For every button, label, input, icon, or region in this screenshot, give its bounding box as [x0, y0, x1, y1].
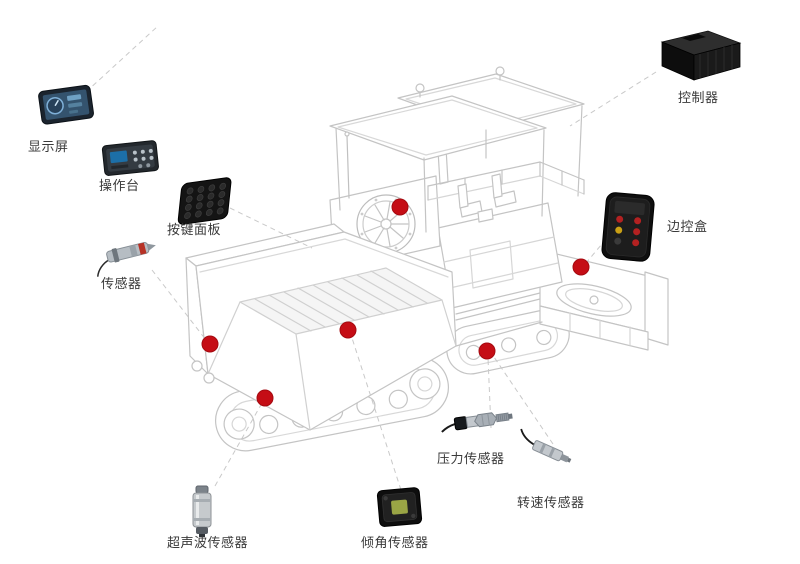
connector-display	[85, 25, 159, 93]
speed-sensor-icon	[520, 428, 572, 463]
label-display: 显示屏	[28, 140, 69, 155]
component-marker	[201, 335, 219, 353]
component-marker	[478, 342, 496, 360]
keypad-icon	[177, 177, 232, 225]
label-speed-sensor: 转速传感器	[517, 496, 585, 511]
label-pressure-sensor: 压力传感器	[437, 452, 505, 467]
component-markers	[201, 198, 590, 407]
label-console: 操作台	[99, 179, 140, 194]
screed	[539, 249, 669, 351]
hopper	[185, 223, 457, 431]
label-tilt-sensor: 倾角传感器	[361, 536, 429, 551]
label-side-control-box: 边控盒	[667, 220, 708, 235]
component-marker	[256, 389, 274, 407]
console-icon	[101, 140, 159, 176]
component-marker	[572, 258, 590, 276]
connector-controller	[569, 71, 657, 127]
connector-ultrasonic	[214, 402, 263, 487]
label-keypad: 按键面板	[167, 223, 222, 238]
display-icon	[38, 84, 94, 125]
connector-keypad	[229, 207, 313, 249]
label-sensor: 传感器	[101, 277, 142, 292]
connector-sidebox	[585, 231, 613, 264]
label-ultrasonic-sensor: 超声波传感器	[167, 536, 249, 551]
canopy	[329, 66, 585, 233]
tilt-sensor-icon	[376, 487, 423, 527]
component-marker	[339, 321, 357, 339]
label-controller: 控制器	[678, 91, 719, 106]
component-marker	[391, 198, 409, 216]
paver-illustration	[185, 66, 669, 452]
ultrasonic-sensor-icon	[192, 485, 212, 537]
tractor-body	[437, 202, 563, 309]
sensor-icon	[96, 241, 156, 277]
controller-icon	[660, 30, 742, 81]
connector-sensor	[151, 269, 207, 341]
pressure-sensor-icon	[441, 412, 513, 433]
side-control-box-icon	[601, 192, 655, 262]
right-track	[446, 309, 570, 375]
connector-speed	[493, 356, 554, 445]
